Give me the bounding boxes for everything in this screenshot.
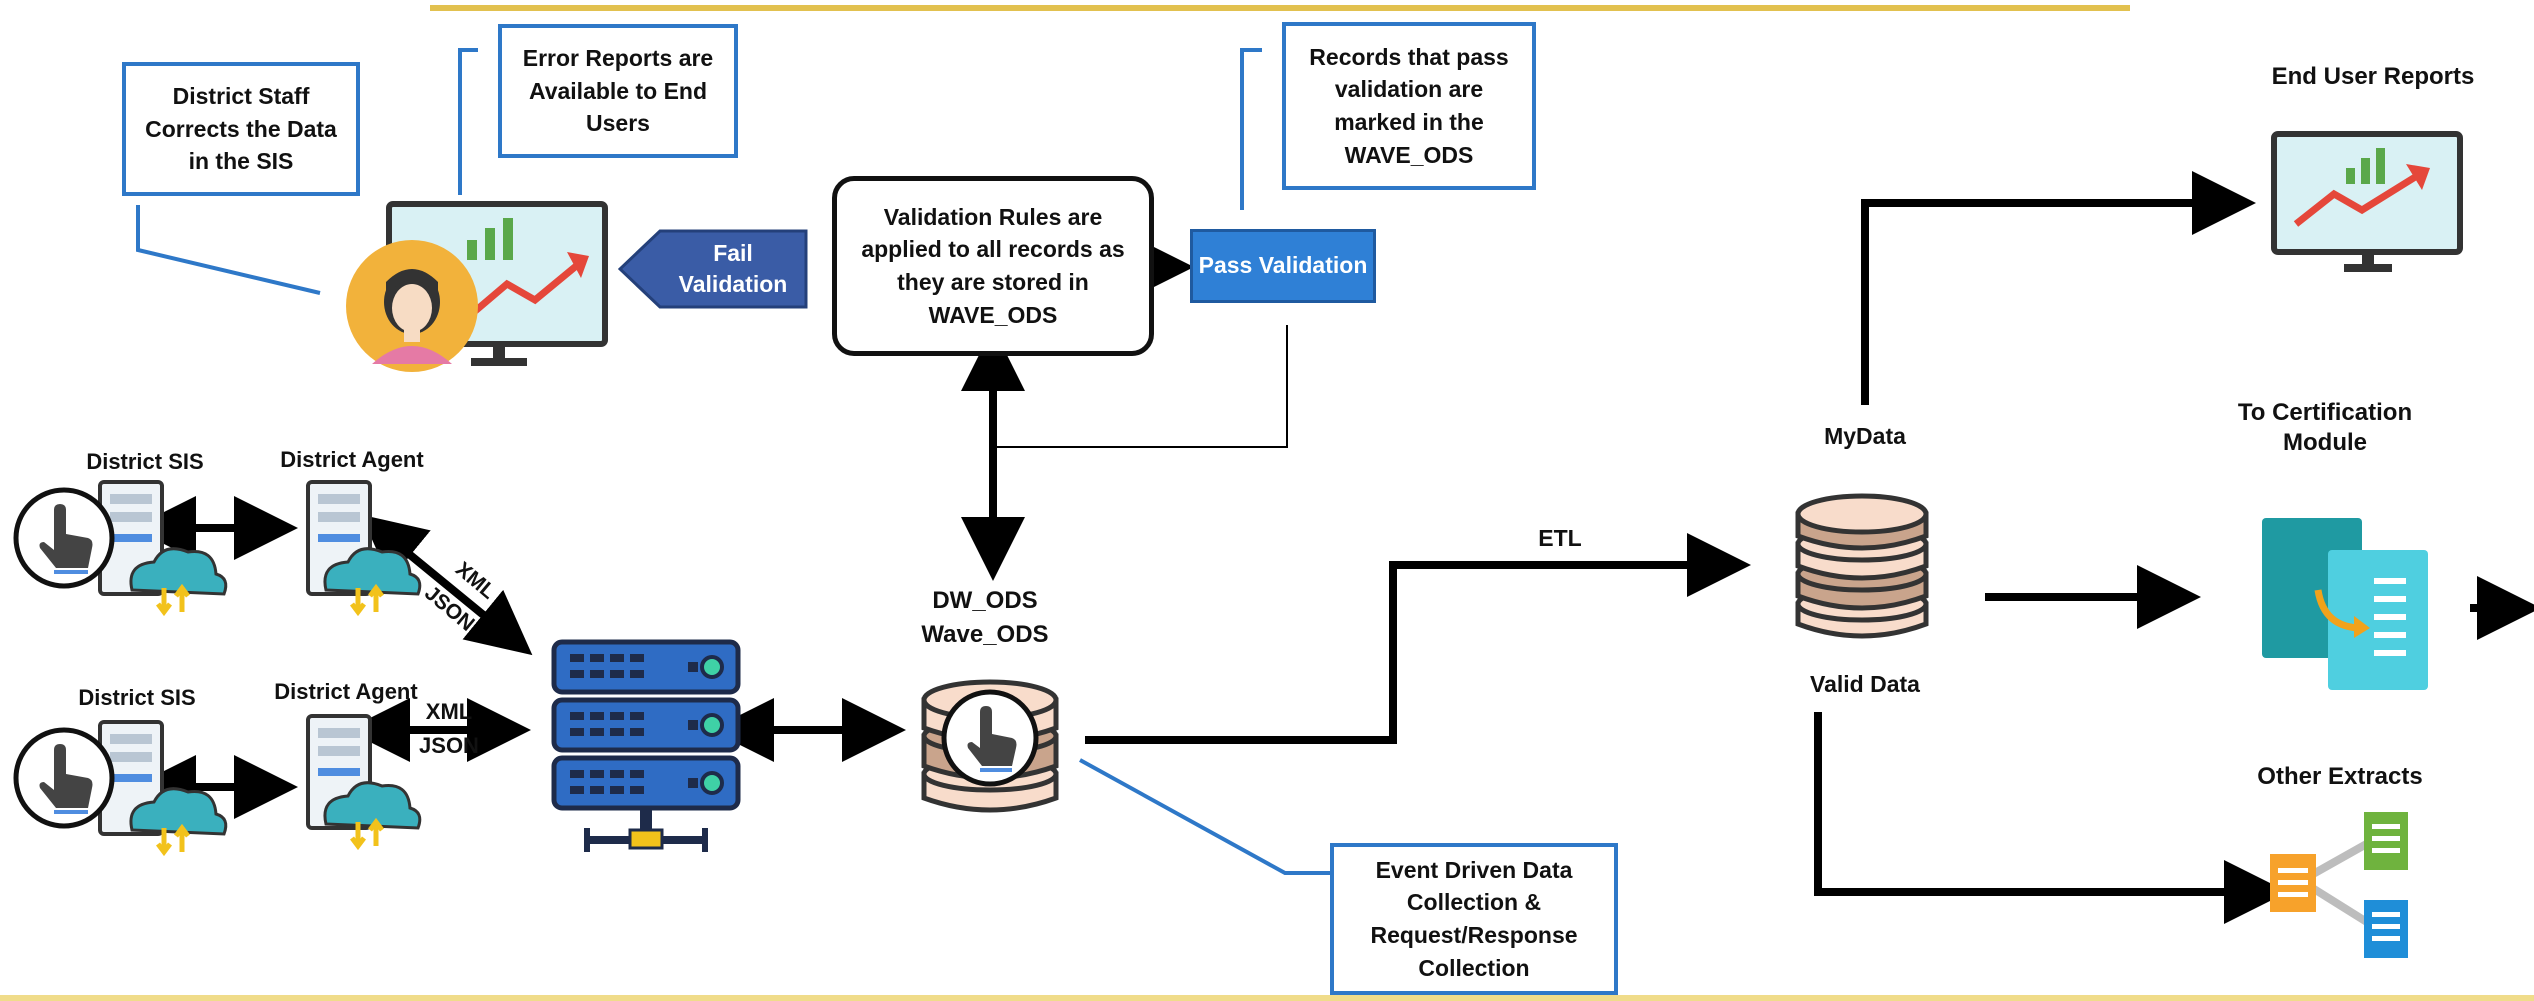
- arrow-extracts: [1814, 712, 2288, 924]
- arrow-agent1-server: [360, 514, 533, 656]
- xml-label-2: XML: [425, 699, 473, 724]
- etl-label: ETL: [1538, 525, 1582, 551]
- json-label-2: JSON: [419, 733, 479, 758]
- validation-rules-box: Validation Rules are applied to all reco…: [832, 176, 1154, 356]
- callout-district-staff: District Staff Corrects the Data in the …: [122, 62, 360, 196]
- end-user-reports-label: End User Reports: [2271, 63, 2475, 90]
- top-gold-rule: [430, 5, 2130, 11]
- line-pass-feedback: [995, 325, 1288, 448]
- ods-label-line2: Wave_ODS: [921, 621, 1049, 648]
- certification-label: To Certification Module: [2237, 399, 2413, 456]
- fail-validation-shape: [618, 229, 808, 309]
- leader-error: [458, 48, 478, 195]
- chart-monitor-icon: [2271, 131, 2463, 272]
- server-stack-icon: [551, 639, 741, 852]
- district-agent-2-label: District Agent: [274, 679, 418, 704]
- server-cloud-icon: [306, 480, 422, 617]
- district-agent-1-label: District Agent: [280, 447, 424, 472]
- document-copy-icon: [2262, 518, 2428, 690]
- district-sis-1-label: District SIS: [86, 449, 204, 474]
- user-monitor-icon: [346, 240, 478, 372]
- ods-label-line1: DW_ODS: [932, 587, 1038, 614]
- valid-data-label: Valid Data: [1810, 671, 1920, 697]
- hand-pointer-icon: [13, 727, 115, 829]
- callout-error-reports: Error Reports are Available to End Users: [498, 24, 738, 158]
- district-sis-2-label: District SIS: [78, 685, 196, 710]
- hand-pointer-icon: [13, 487, 115, 589]
- mydata-label: MyData: [1824, 423, 1906, 449]
- callout-event-driven: Event Driven Data Collection & Request/R…: [1330, 843, 1618, 995]
- callout-records-pass: Records that pass validation are marked …: [1282, 22, 1536, 190]
- leader-staff: [136, 205, 321, 295]
- leader-event: [1079, 758, 1330, 875]
- server-cloud-icon: [306, 714, 422, 851]
- database-icon: [1795, 493, 1929, 639]
- arrow-etl: [1085, 533, 1751, 744]
- database-icon: [921, 679, 1059, 813]
- pass-validation-label: Pass Validation: [1190, 229, 1376, 303]
- other-extracts-label: Other Extracts: [2257, 763, 2423, 790]
- bottom-gold-rule: [0, 995, 2534, 1001]
- fail-validation-label: Fail Validation: [678, 239, 788, 297]
- server-cloud-icon: [98, 720, 228, 857]
- hierarchy-icon: [2270, 812, 2408, 958]
- leader-records: [1240, 48, 1262, 210]
- arrow-reports: [1861, 171, 2256, 405]
